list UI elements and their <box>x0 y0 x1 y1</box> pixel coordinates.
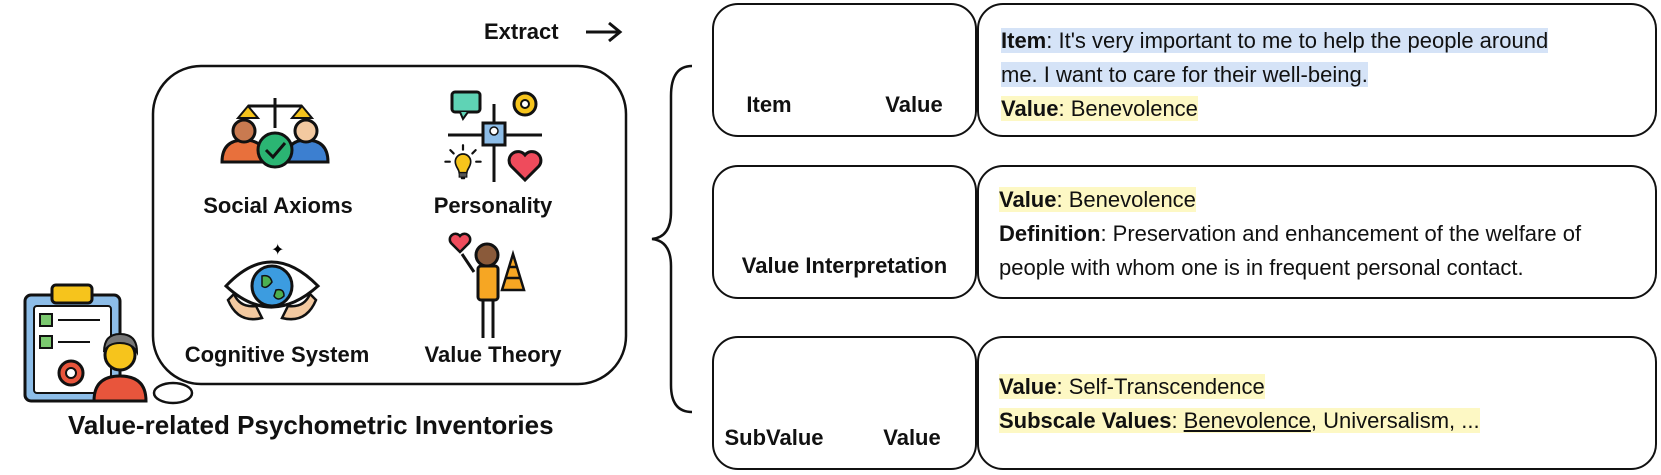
row3-value-key: Value <box>999 374 1057 399</box>
subscale-first: Benevolence <box>1183 408 1311 433</box>
row3-value-text: : Self-Transcendence <box>1056 374 1265 399</box>
row1-text-box: Item: It's very important to me to help … <box>977 3 1657 137</box>
value-theory-label: Value Theory <box>424 342 562 367</box>
clipboard-person-icon <box>23 283 148 403</box>
item-label: Item <box>746 92 792 117</box>
value-theory-icon <box>448 232 526 338</box>
inventory-title: Value-related Psychometric Inventories <box>68 410 554 440</box>
value-interpretation-label: Value Interpretation <box>741 253 948 278</box>
subscale-sep: : <box>1171 408 1184 433</box>
personality-icon <box>444 90 543 183</box>
item-text-line2: me. I want to care for their well-being. <box>1001 62 1368 87</box>
row1-value-key: Value <box>1001 96 1059 121</box>
subscale-text: Value: Self-Transcendence Subscale Value… <box>999 370 1480 438</box>
subscale-key: Subscale Values <box>999 408 1172 433</box>
row3-icon-box: SubValue Value <box>712 336 977 470</box>
row3-text-box: Value: Self-Transcendence Subscale Value… <box>977 336 1657 470</box>
extract-arrow <box>586 21 623 43</box>
row2-text-box: Value: Benevolence Definition: Preservat… <box>977 165 1657 299</box>
definition-text-line2: people with whom one is in frequent pers… <box>999 255 1524 280</box>
svg-text:✦: ✦ <box>271 240 284 259</box>
cognitive-system-label: Cognitive System <box>184 342 370 367</box>
subvalue-label: SubValue <box>724 425 824 450</box>
row1-value-text: : Benevolence <box>1058 96 1198 121</box>
item-text: Item: It's very important to me to help … <box>1001 24 1549 126</box>
personality-label: Personality <box>433 193 553 218</box>
item-key: Item <box>1001 28 1047 53</box>
definition-key: Definition <box>999 221 1101 246</box>
item-text-line1: : It's very important to me to help the … <box>1046 28 1549 53</box>
extract-label: Extract <box>484 19 559 44</box>
row3-value-label: Value <box>883 425 941 450</box>
subscale-rest: , Universalism, ... <box>1310 408 1480 433</box>
definition-text: Value: Benevolence Definition: Preservat… <box>999 183 1581 285</box>
curly-brace <box>651 64 693 414</box>
row1-icon-box: Item Value <box>712 3 977 137</box>
row1-value-label: Value <box>885 92 943 117</box>
social-axioms-label: Social Axioms <box>203 193 353 218</box>
row2-value-key: Value <box>999 187 1057 212</box>
social-axioms-icon <box>220 98 330 169</box>
row2-value-text: : Benevolence <box>1056 187 1196 212</box>
cognitive-system-icon: ✦ <box>223 240 321 321</box>
row2-icon-box: Value Interpretation <box>712 165 977 299</box>
definition-text-line1: : Preservation and enhancement of the we… <box>1100 221 1582 246</box>
